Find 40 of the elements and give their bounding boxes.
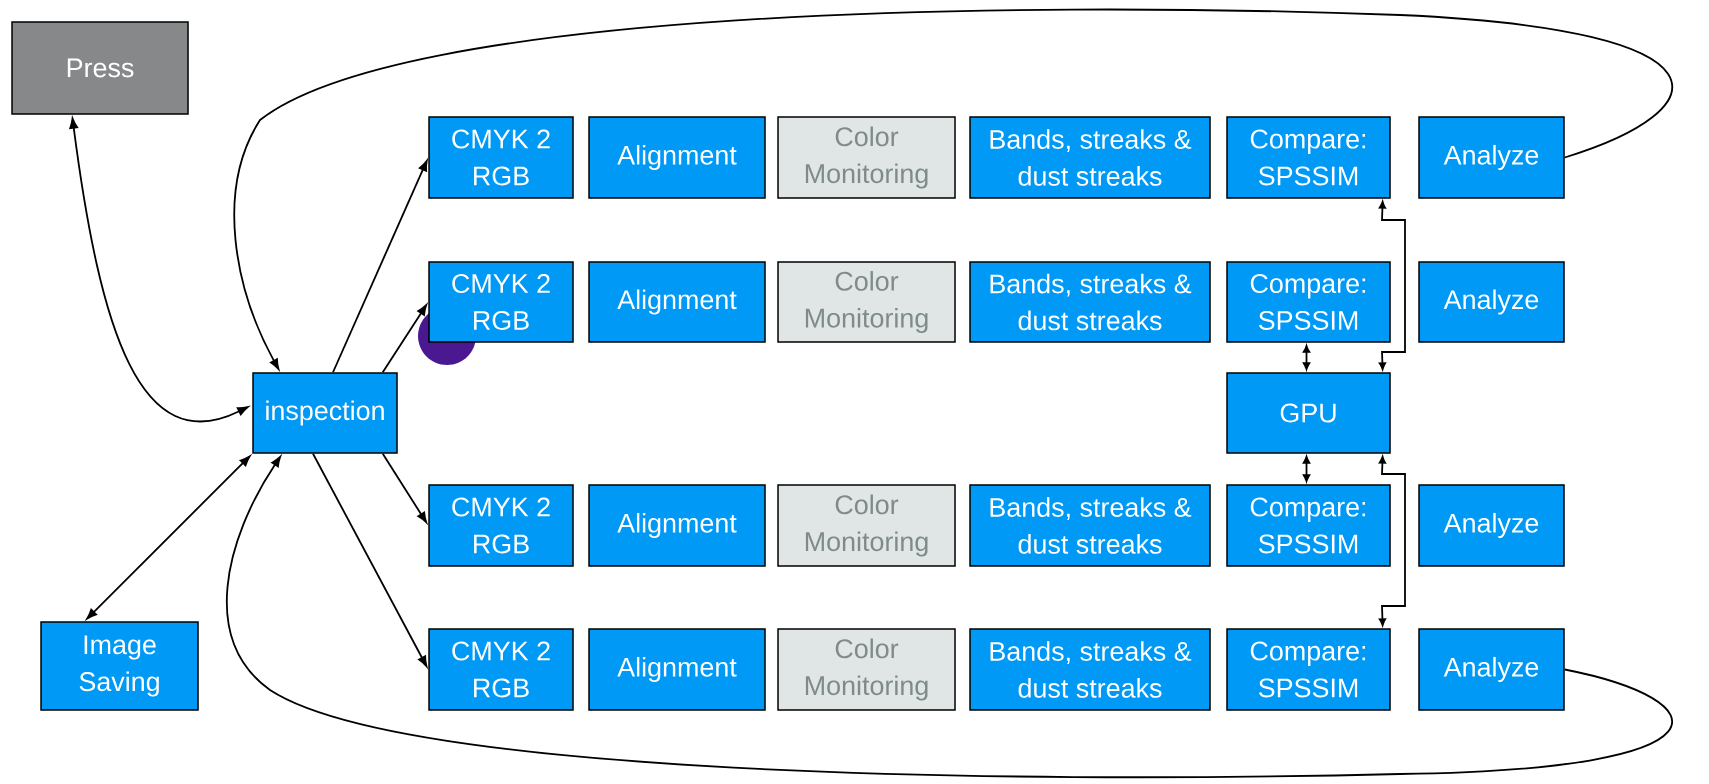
process-box: Analyze <box>1418 628 1565 711</box>
process-box: Compare: SPSSIM <box>1226 261 1391 343</box>
arrow <box>226 456 1673 779</box>
process-box: CMYK 2 RGB <box>428 484 574 567</box>
process-box: Bands, streaks & dust streaks <box>969 484 1211 567</box>
process-box: CMYK 2 RGB <box>428 116 574 199</box>
process-box: Alignment <box>588 261 766 343</box>
arrow <box>233 8 1673 370</box>
arrow <box>1302 345 1311 370</box>
arrow <box>86 455 251 620</box>
process-box: Compare: SPSSIM <box>1226 628 1391 711</box>
process-box: Color Monitoring <box>777 116 956 199</box>
process-box: Bands, streaks & dust streaks <box>969 261 1211 343</box>
process-box: CMYK 2 RGB <box>428 261 574 343</box>
process-box: Press <box>11 21 189 115</box>
arrow <box>1378 456 1406 626</box>
arrow <box>1302 456 1311 482</box>
process-box: Color Monitoring <box>777 628 956 711</box>
process-box: Color Monitoring <box>777 484 956 567</box>
arrow <box>1378 201 1406 370</box>
arrow <box>381 452 428 524</box>
arrow <box>312 452 428 667</box>
process-box: Color Monitoring <box>777 261 956 343</box>
process-box: Alignment <box>588 628 766 711</box>
process-box: Bands, streaks & dust streaks <box>969 116 1211 199</box>
process-box: Alignment <box>588 484 766 567</box>
arrow <box>332 160 428 374</box>
process-box: Image Saving <box>40 621 199 711</box>
arrow <box>69 117 249 423</box>
arrow <box>381 304 428 374</box>
process-box: inspection <box>252 372 398 454</box>
process-box: Compare: SPSSIM <box>1226 484 1391 567</box>
process-box: Analyze <box>1418 116 1565 199</box>
process-box: Bands, streaks & dust streaks <box>969 628 1211 711</box>
process-box: GPU <box>1226 372 1391 454</box>
process-box: Analyze <box>1418 261 1565 343</box>
process-box: Alignment <box>588 116 766 199</box>
process-box: CMYK 2 RGB <box>428 628 574 711</box>
process-box: Compare: SPSSIM <box>1226 116 1391 199</box>
process-box: Analyze <box>1418 484 1565 567</box>
